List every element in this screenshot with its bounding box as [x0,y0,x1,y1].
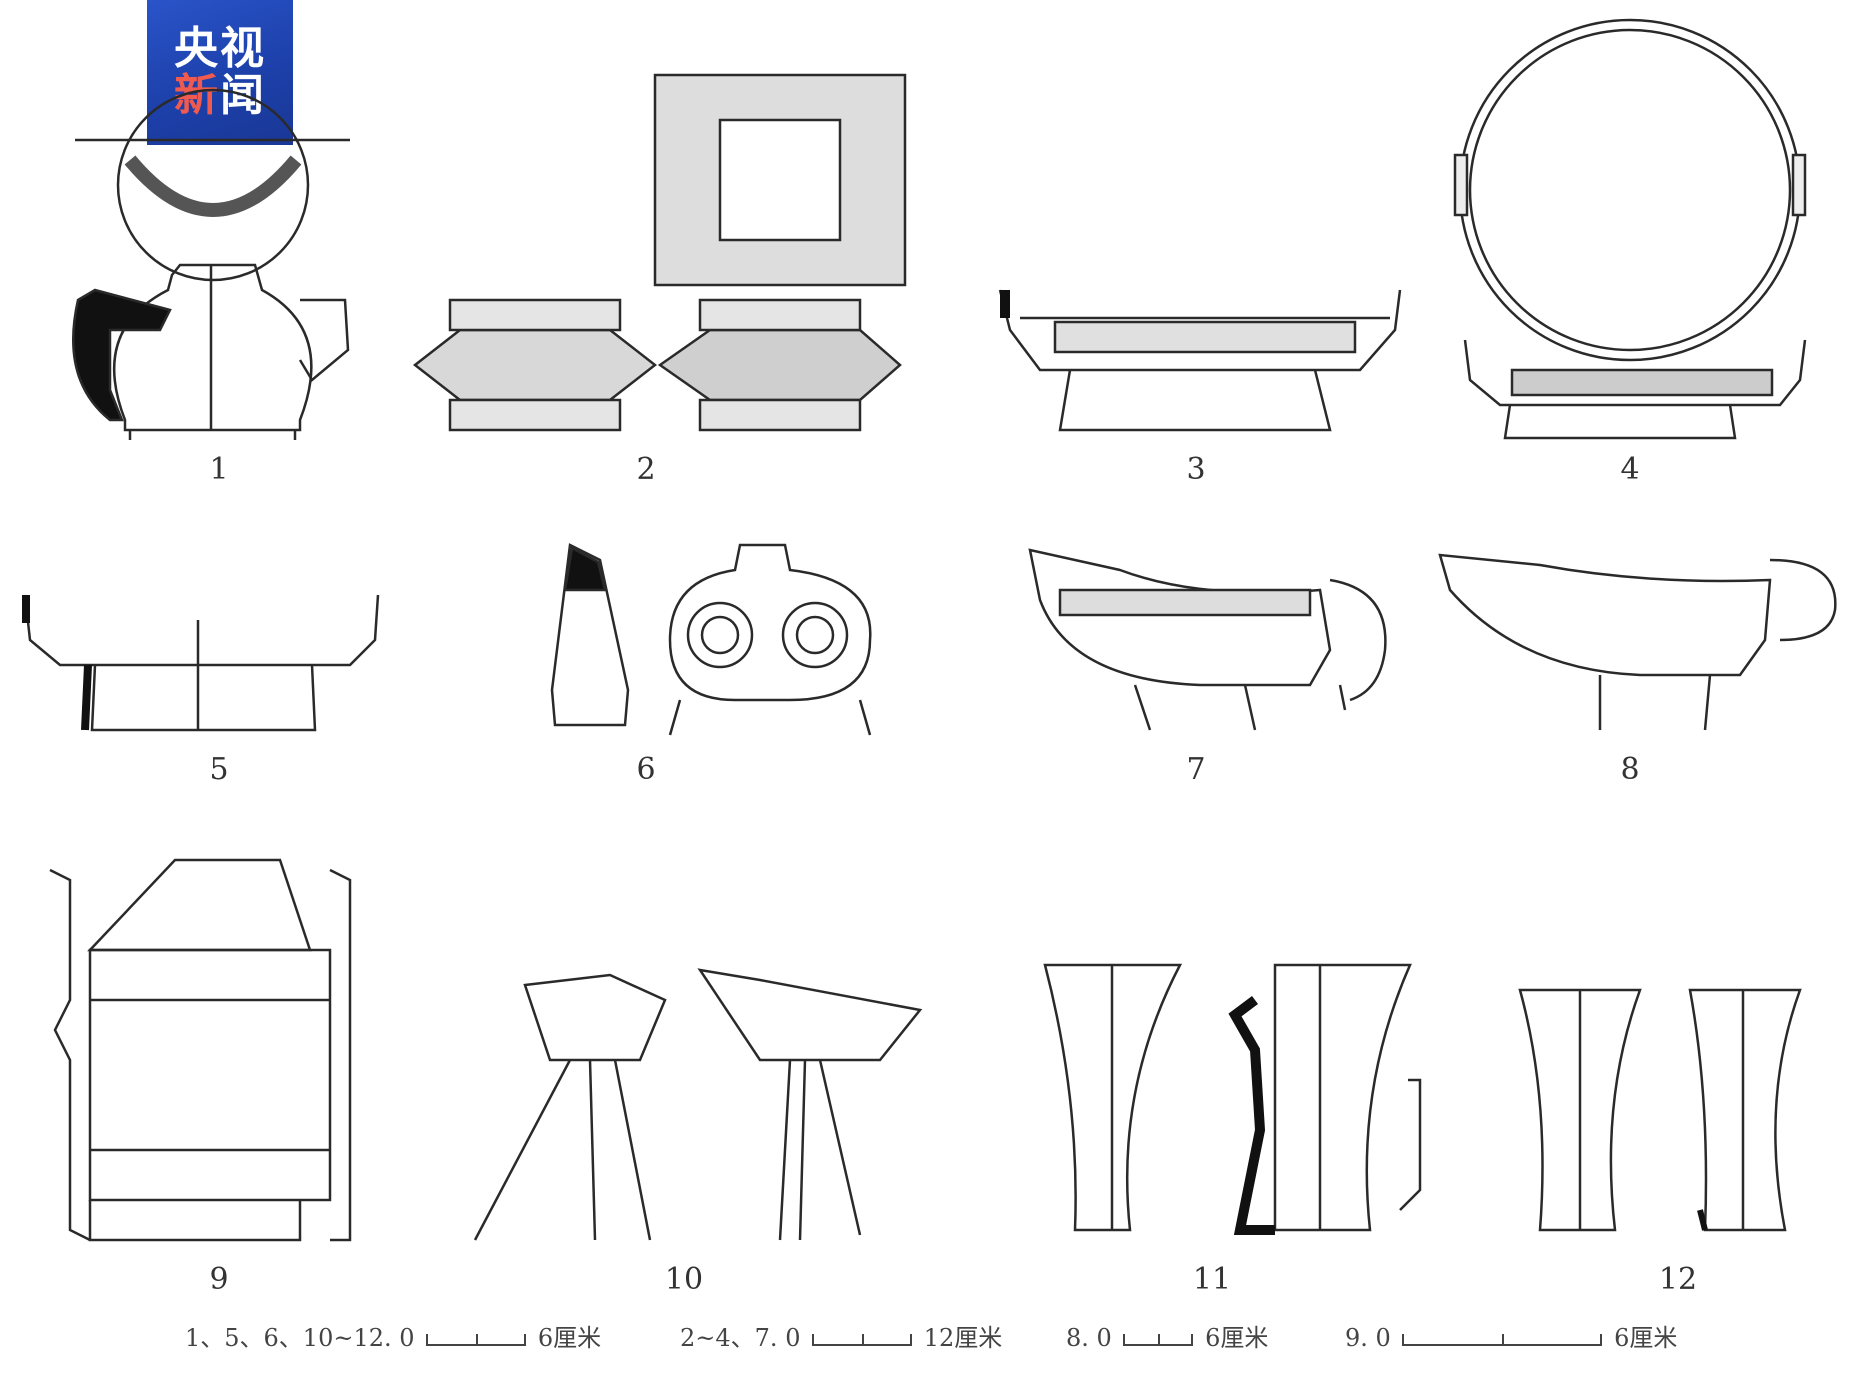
figure-8-drawing [1438,553,1837,731]
scale-zero: 0 [399,1324,415,1352]
scale-label: 9. [1345,1324,1368,1352]
figure-number-1: 1 [209,452,229,487]
figure-number-12: 12 [1658,1262,1698,1297]
scale-line [1402,1330,1603,1346]
scale-bar-2: 2~4、7. 0 12厘米 [680,1318,1002,1353]
figure-number-8: 8 [1620,752,1640,787]
figure-number-10: 10 [664,1262,704,1297]
figure-9-drawing [49,858,352,1242]
figure-number-2: 2 [636,452,656,487]
figure-12-drawing [1518,988,1802,1232]
figure-3-drawing [998,289,1402,432]
scale-end: 12厘米 [923,1324,1003,1352]
scale-zero: 0 [1096,1324,1112,1352]
figure-number-9: 9 [209,1262,229,1297]
figure-number-4: 4 [1620,452,1640,487]
figure-1-drawing [72,88,350,440]
scale-bar-4: 9. 0 6厘米 [1345,1318,1677,1353]
scale-bar-3: 8. 0 6厘米 [1066,1318,1268,1353]
scale-label: 8. [1066,1324,1089,1352]
scale-line [1123,1330,1194,1346]
figure-number-11: 11 [1192,1262,1232,1297]
scale-label: 2~4、7. [680,1324,778,1352]
scale-zero: 0 [1375,1324,1391,1352]
figure-5-drawing [22,594,380,732]
figure-number-5: 5 [209,752,229,787]
figure-10-drawing [473,968,923,1241]
scale-end: 6厘米 [537,1324,602,1352]
figure-7-drawing [1028,548,1387,731]
scale-label: 1、5、6、10~12. [185,1324,392,1352]
logo-line-1: 央视 [174,23,266,75]
scale-line [812,1330,913,1346]
scale-end: 6厘米 [1205,1324,1269,1352]
scale-end: 6厘米 [1614,1324,1678,1352]
scale-zero: 0 [785,1324,801,1352]
scale-bar-1: 1、5、6、10~12. 0 6厘米 [185,1318,601,1353]
figure-11-drawing [1043,963,1422,1235]
figure-number-7: 7 [1186,752,1206,787]
scale-line [426,1330,527,1346]
figure-4-drawing [1453,18,1807,440]
figure-2-drawing [412,73,907,432]
watermark-logo: 央视 新闻 [147,0,293,145]
figure-number-6: 6 [636,752,656,787]
figure-6-drawing [550,543,872,736]
figure-number-3: 3 [1186,452,1206,487]
